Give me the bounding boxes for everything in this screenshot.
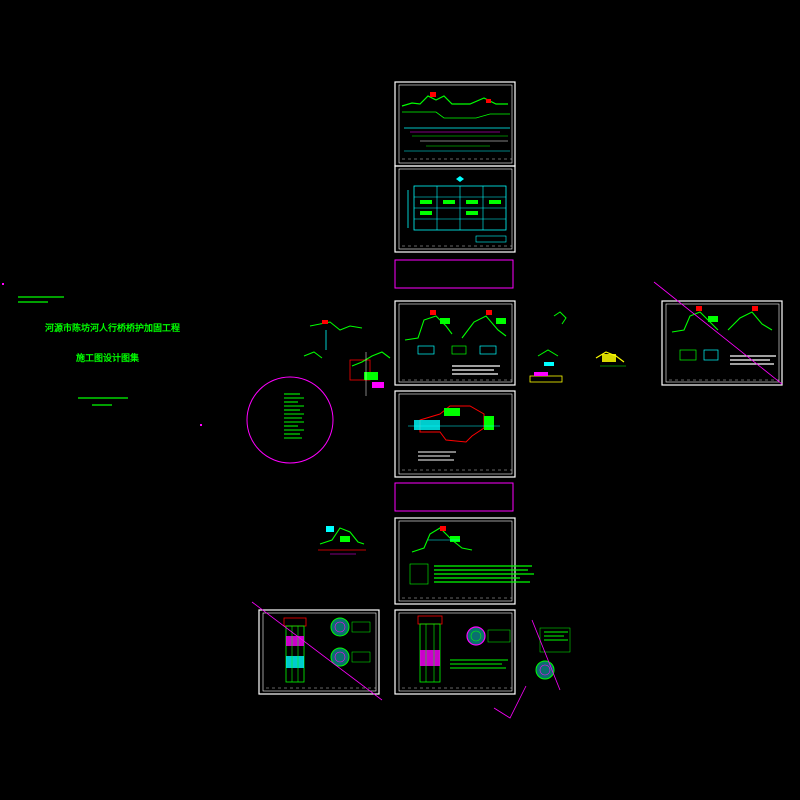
sheet-8[interactable] bbox=[661, 300, 783, 386]
empty-frame-1[interactable] bbox=[394, 259, 514, 289]
cover-meta bbox=[2, 283, 202, 426]
cut-line-2 bbox=[653, 281, 783, 385]
sheet-6[interactable] bbox=[258, 609, 380, 695]
sheet-3[interactable] bbox=[394, 300, 516, 386]
loose-detail-lower[interactable] bbox=[318, 526, 366, 555]
notes-circle[interactable] bbox=[246, 376, 334, 464]
loose-detail-middle[interactable] bbox=[529, 311, 626, 383]
sheet-4[interactable] bbox=[394, 390, 516, 478]
cover-title: 河源市陈坊河人行桥桥护加固工程 bbox=[45, 324, 181, 334]
loose-pile-detail[interactable] bbox=[493, 619, 571, 719]
sheet-5[interactable] bbox=[394, 517, 534, 605]
loose-detail-left[interactable] bbox=[303, 320, 391, 396]
sheet-2[interactable] bbox=[394, 165, 516, 253]
empty-frame-2[interactable] bbox=[394, 482, 514, 512]
sheet-7[interactable] bbox=[394, 609, 516, 695]
cut-line-1 bbox=[251, 601, 383, 701]
cover-subtitle: 施工图设计图集 bbox=[76, 354, 140, 364]
